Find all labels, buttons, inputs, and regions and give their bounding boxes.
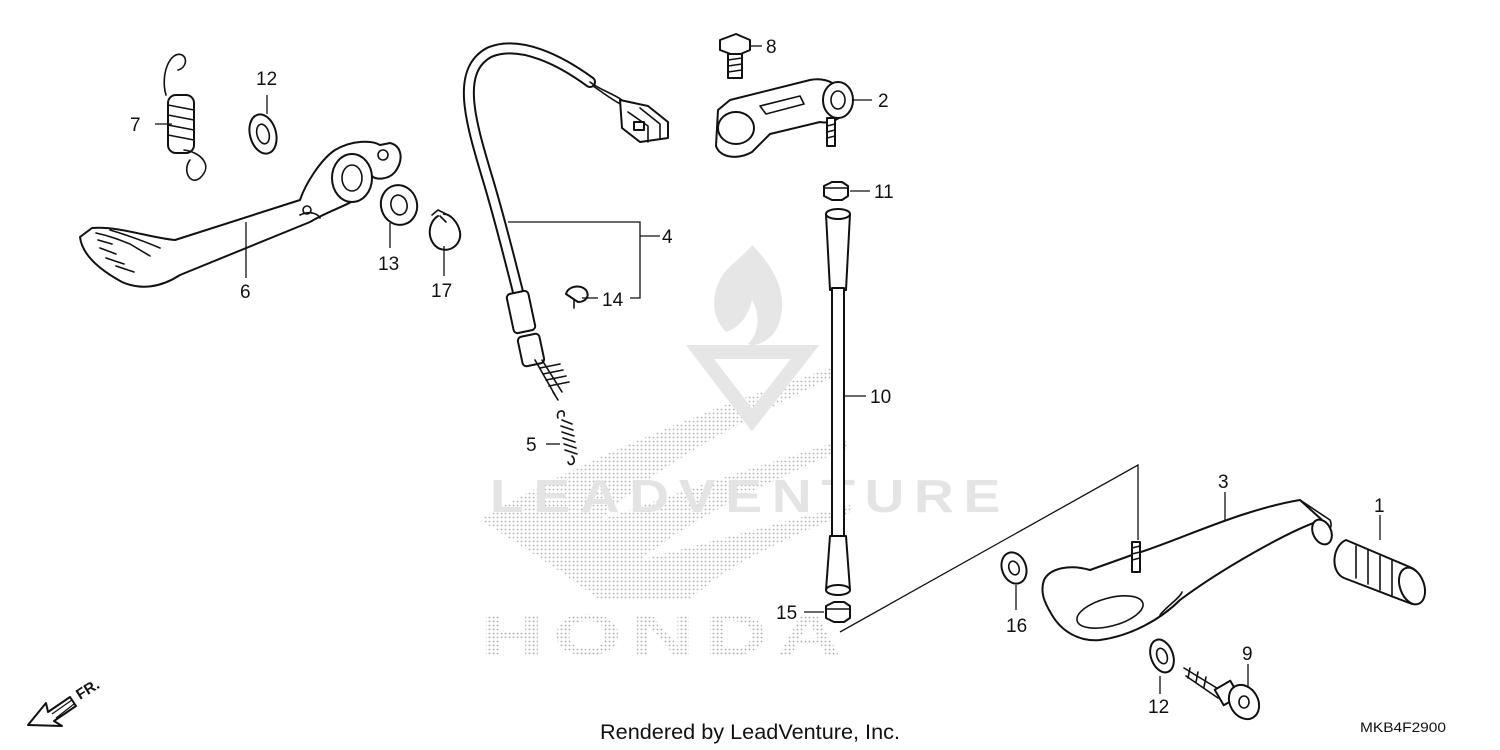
callout-14: 14 xyxy=(602,290,624,311)
diagram-code: MKB4F2900 xyxy=(1360,719,1446,735)
watermark: HONDA LEADVENTURE xyxy=(480,245,1010,668)
front-arrow-icon xyxy=(27,696,77,727)
callout-12-top: 12 xyxy=(256,69,277,90)
callout-5: 5 xyxy=(526,435,537,456)
callout-16: 16 xyxy=(1006,616,1027,637)
nut-part-15 xyxy=(825,601,851,623)
callout-13: 13 xyxy=(378,254,399,275)
callout-8: 8 xyxy=(766,37,777,58)
shift-pedal-part-3 xyxy=(1041,499,1333,642)
callout-6: 6 xyxy=(240,282,251,303)
honda-wing-logo xyxy=(480,365,852,600)
pedal-rubber-part-1 xyxy=(1333,539,1427,606)
washer-part-12-top xyxy=(248,113,278,155)
callout-15: 15 xyxy=(776,603,797,624)
shift-arm-part-2 xyxy=(715,78,854,158)
callout-numbers: 1 2 3 4 5 6 7 8 9 10 11 12 12 13 14 15 1… xyxy=(130,37,1385,718)
callout-9: 9 xyxy=(1242,644,1253,665)
switch-body xyxy=(505,289,570,401)
pivot-bolt-part-9 xyxy=(1183,667,1261,721)
callout-17: 17 xyxy=(431,281,452,302)
washer-part-13 xyxy=(379,184,419,226)
leader-lines xyxy=(155,45,1381,694)
front-direction-indicator: FR. xyxy=(27,676,103,727)
honda-watermark-text: HONDA xyxy=(480,603,850,668)
callout-12-bottom: 12 xyxy=(1148,697,1169,718)
callout-7: 7 xyxy=(130,115,141,136)
callout-2: 2 xyxy=(878,91,889,112)
leadventure-flame-logo xyxy=(685,245,820,432)
washer-part-16 xyxy=(1000,551,1028,585)
shift-rod-part-10 xyxy=(825,208,851,596)
bolt-part-8 xyxy=(719,33,751,79)
washer-part-12-bottom xyxy=(1149,638,1175,674)
rendered-by-credit: Rendered by LeadVenture, Inc. xyxy=(600,721,900,744)
callout-4: 4 xyxy=(662,227,673,248)
callout-10: 10 xyxy=(870,387,891,408)
nut-part-11 xyxy=(823,181,849,201)
leadventure-watermark-text: LEADVENTURE xyxy=(490,470,1010,522)
brake-switch-cable-part-4 xyxy=(462,42,669,401)
spring-part-5 xyxy=(556,410,578,466)
front-arrow-label: FR. xyxy=(73,676,103,703)
callout-3: 3 xyxy=(1218,472,1229,493)
callout-1: 1 xyxy=(1374,496,1385,517)
callout-11: 11 xyxy=(874,182,894,203)
cable-connector xyxy=(619,99,669,143)
circlip-part-17 xyxy=(428,209,462,251)
brake-pedal-part-6 xyxy=(79,140,402,288)
clip-part-14 xyxy=(565,285,589,309)
spring-part-7 xyxy=(163,53,207,181)
